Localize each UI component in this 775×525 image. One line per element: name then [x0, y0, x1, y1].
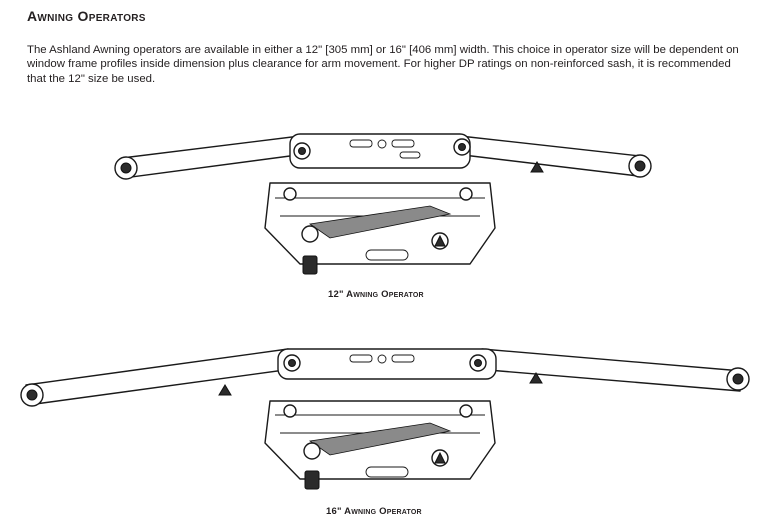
center-link [277, 348, 497, 380]
figure-caption-12: 12" Awning Operator [328, 289, 424, 300]
center-link [289, 133, 471, 169]
right-arm [454, 135, 641, 177]
section-title: Awning Operators [27, 8, 146, 24]
operator-12-drawing [100, 128, 660, 278]
operator-16-drawing [12, 343, 762, 493]
right-arm [475, 348, 743, 392]
intro-paragraph: The Ashland Awning operators are availab… [27, 44, 739, 85]
crank-spline [304, 470, 320, 490]
figure-caption-16: 16" Awning Operator [326, 506, 422, 517]
crank-spline [302, 255, 318, 275]
left-arm [25, 348, 293, 406]
left-arm [121, 135, 306, 179]
